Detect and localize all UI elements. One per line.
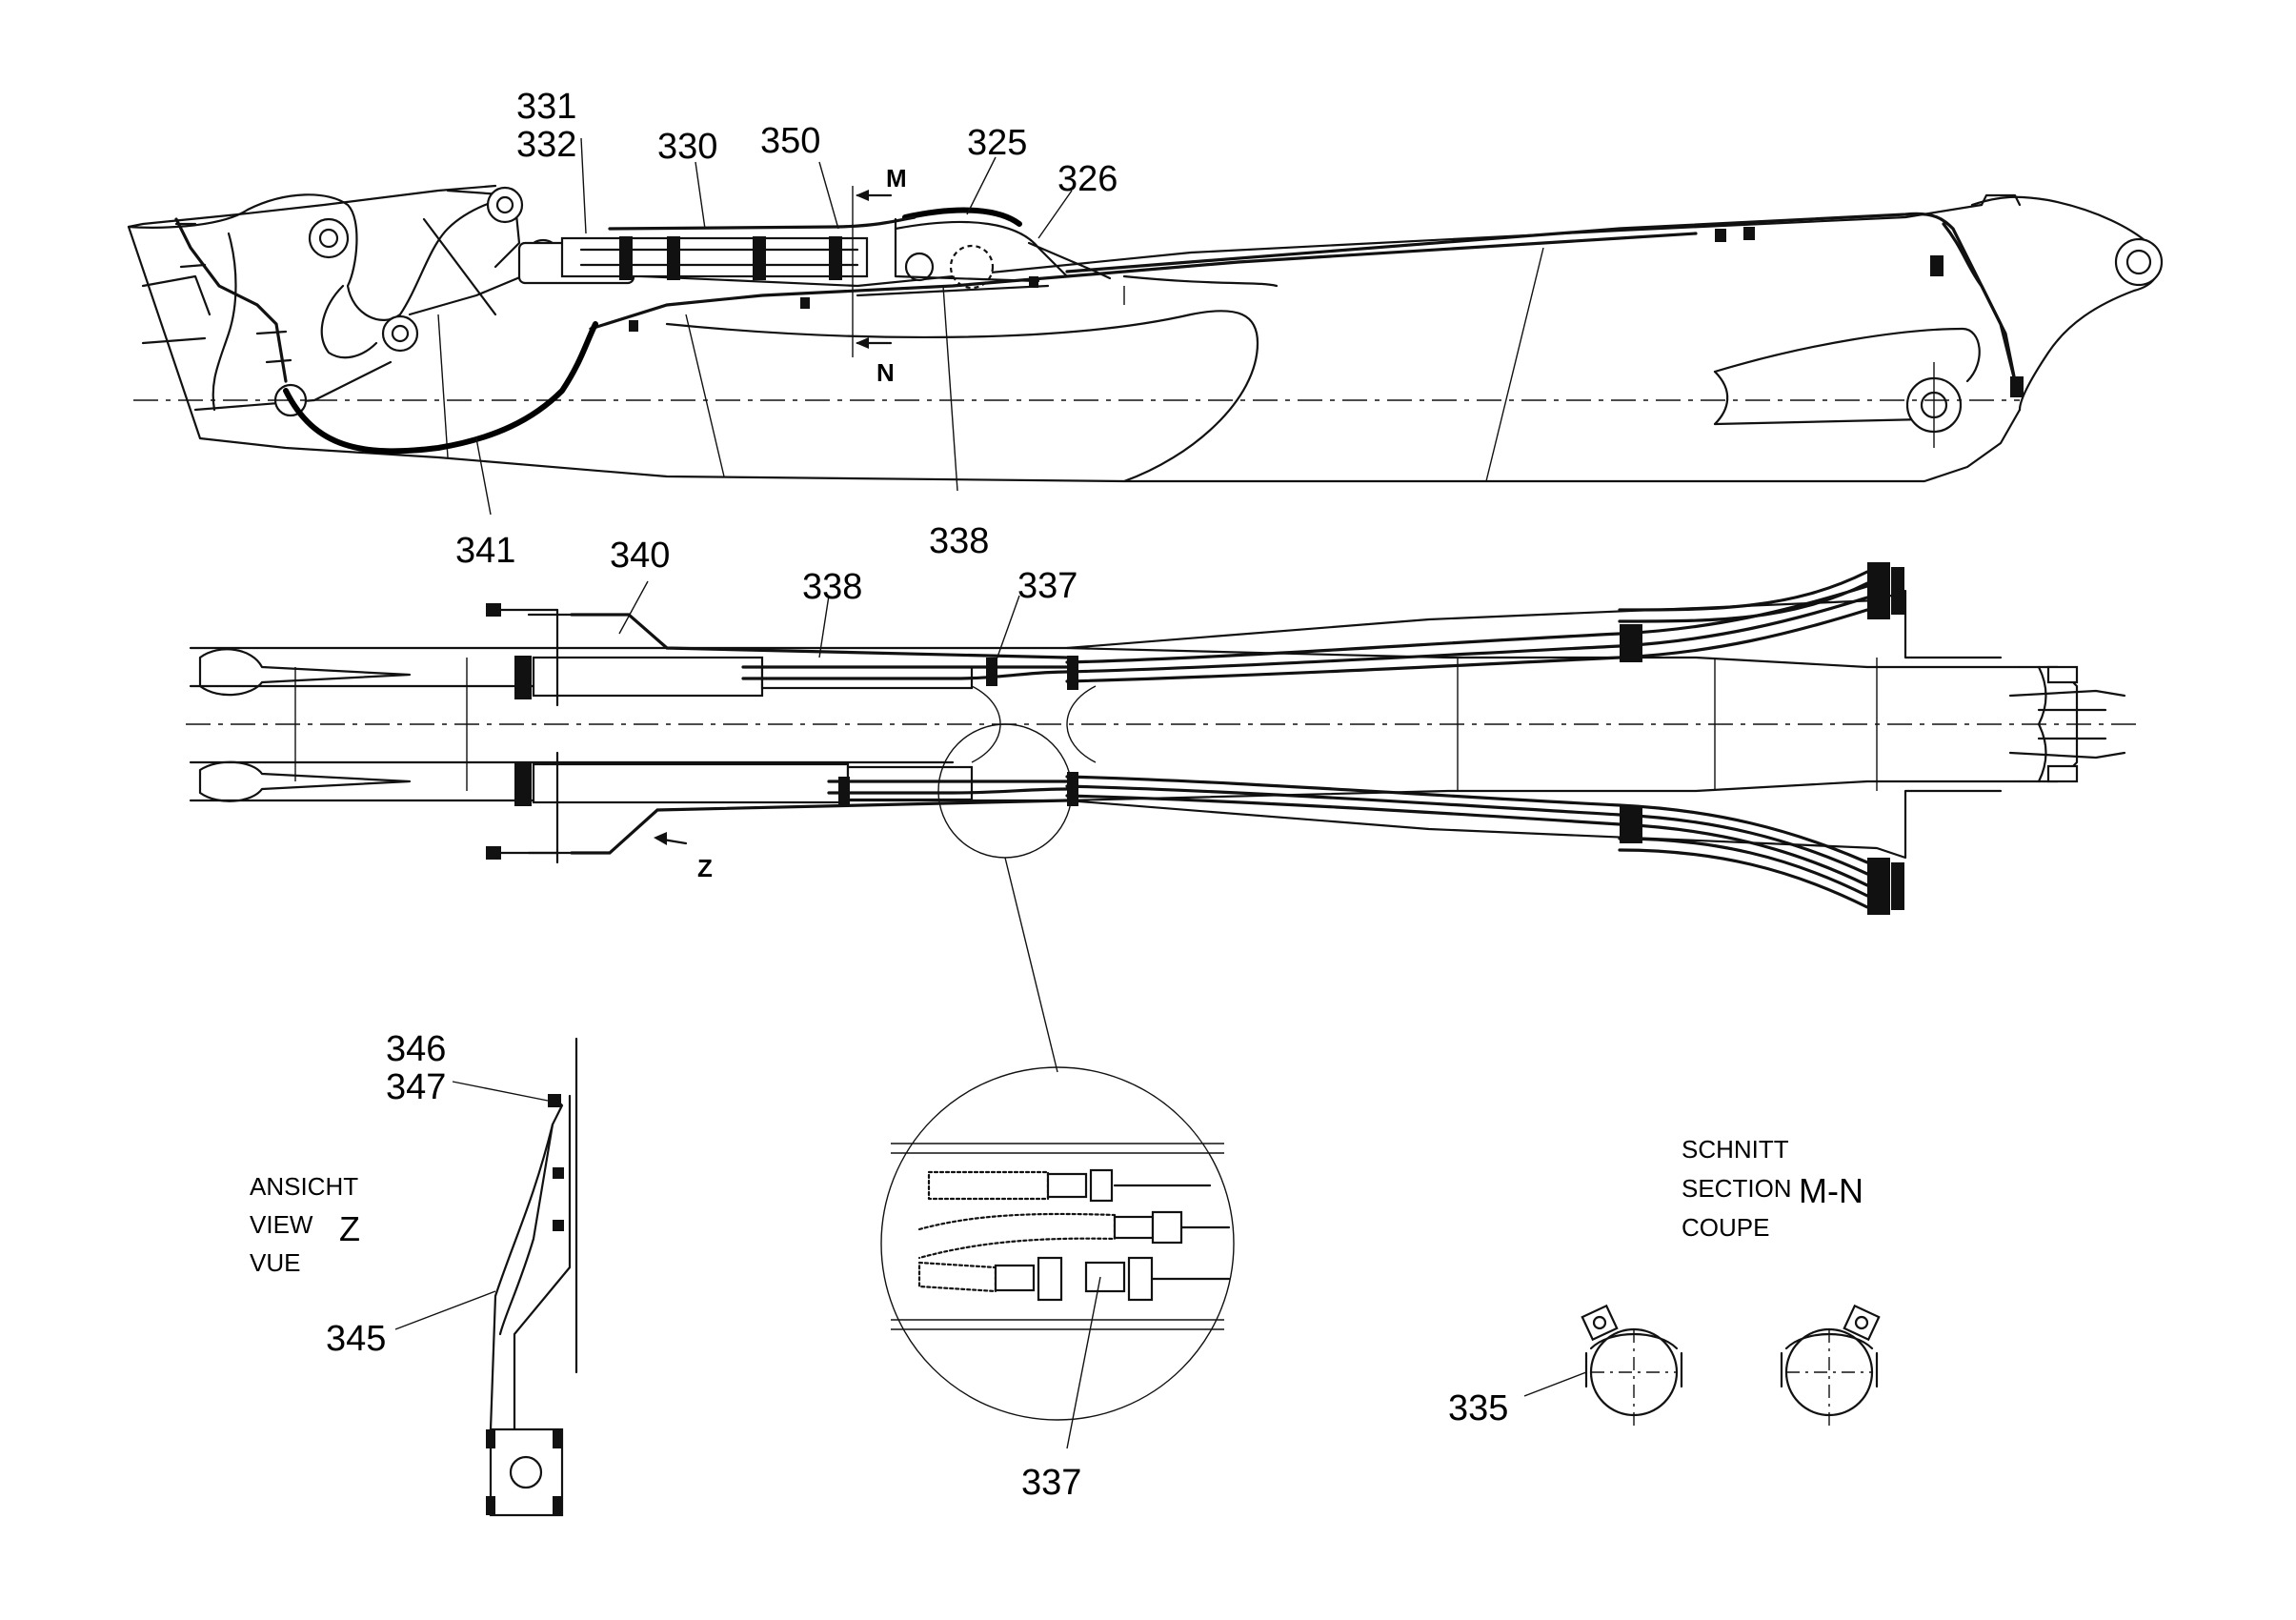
view-z-line3: VUE — [250, 1248, 300, 1277]
callout-337-detail: 337 — [1021, 1463, 1081, 1503]
side-elevation-view — [127, 184, 2164, 483]
section-mn-letters: M-N — [1799, 1171, 1863, 1210]
callout-346: 346 — [386, 1029, 446, 1069]
view-z-line1: ANSICHT — [250, 1172, 358, 1201]
boom-foot-bracket — [127, 193, 516, 321]
section-mn-line3: COUPE — [1682, 1213, 1769, 1242]
section-mn-line1: SCHNITT — [1682, 1135, 1789, 1164]
hose-325 — [902, 207, 1022, 227]
callout-337-plan: 337 — [1017, 566, 1078, 606]
boom-foot-lug-bottom — [198, 760, 412, 802]
callout-325: 325 — [967, 123, 1027, 163]
hose-341 — [283, 321, 598, 455]
callout-350: 350 — [760, 121, 820, 161]
cylinder-plan-bottom — [532, 762, 850, 804]
view-z-caption: ANSICHT VIEW VUE Z — [250, 1172, 360, 1277]
section-mn-drawing — [1581, 1304, 1881, 1429]
callout-338-plan: 338 — [802, 567, 862, 607]
boom-cylinder — [517, 236, 869, 285]
callout-338-side: 338 — [929, 521, 989, 561]
section-mn-caption: SCHNITT SECTION COUPE M-N — [1682, 1135, 1863, 1242]
pipe-left — [174, 217, 288, 383]
callout-345: 345 — [326, 1319, 386, 1359]
fitting-blocks — [838, 562, 1904, 915]
detail-circle-large — [880, 1066, 1235, 1449]
callout-labels: 331 332 330 350 325 326 341 338 340 338 … — [326, 87, 1508, 1503]
callout-326: 326 — [1057, 159, 1118, 199]
boom-foot-lug-top — [198, 648, 412, 697]
cylinder-plan-top — [532, 656, 764, 698]
leader-lines — [394, 137, 1587, 1397]
callout-347: 347 — [386, 1067, 446, 1107]
view-z-letter: Z — [339, 1209, 360, 1248]
hose-bundle-bottom — [1065, 775, 1869, 864]
boom-head-fork — [2008, 689, 2126, 759]
callout-331: 331 — [516, 87, 576, 127]
section-mn-line2: SECTION — [1682, 1174, 1792, 1203]
marker-m: M — [886, 164, 907, 192]
view-z-drawing — [486, 1037, 578, 1517]
callout-332: 332 — [516, 125, 576, 165]
marker-z: Z — [697, 854, 713, 882]
boom-head — [1970, 195, 2161, 412]
section-markers: M N Z — [697, 164, 907, 882]
callout-330: 330 — [657, 127, 717, 167]
pipe-340 — [570, 613, 1069, 659]
plan-view — [186, 562, 2144, 1073]
callout-340: 340 — [610, 536, 670, 576]
callout-341: 341 — [455, 531, 515, 571]
view-z-line2: VIEW — [250, 1210, 313, 1239]
callout-335: 335 — [1448, 1388, 1508, 1428]
marker-n: N — [876, 358, 895, 387]
